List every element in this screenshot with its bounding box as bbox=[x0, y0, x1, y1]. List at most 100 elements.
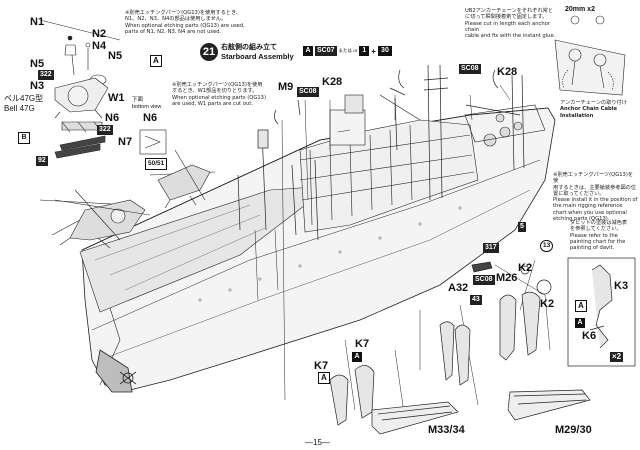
paint-code-sc07: SC07 bbox=[315, 46, 337, 56]
code-13: 13 bbox=[540, 240, 554, 252]
heli-name-en: Bell 47G bbox=[4, 104, 35, 113]
bottom-view-jp: 下面 bbox=[132, 97, 144, 103]
note-line: ※別売エッチングパーツ(QG13)を使用するとき、 bbox=[125, 10, 242, 16]
paint-plus: + bbox=[371, 46, 376, 56]
label-20mm: 20mm x2 bbox=[565, 6, 595, 13]
caption-en: Anchor Chain Cable Installation bbox=[560, 106, 617, 119]
heli-caption: ベル47G型 Bell 47G bbox=[4, 94, 43, 114]
box-a-heli: A bbox=[150, 55, 162, 67]
note-rigging: ※別売エッチングパーツ(QG13)を使 用するときは、主要艙装参考図の位 置に取… bbox=[553, 172, 638, 222]
code-317: 317 bbox=[483, 243, 499, 253]
box-b-davit: A bbox=[575, 318, 585, 328]
davit-box bbox=[567, 257, 636, 367]
note-etching-n: ※別売エッチングパーツ(QG13)を使用するとき、 N1、N2、N3、N4の部品… bbox=[125, 10, 260, 35]
paint-mix-1: 1 bbox=[359, 46, 370, 56]
note-davit: ダビットの塗装は減色表 を参照してください。 Please refer to t… bbox=[570, 220, 636, 251]
code-92: 92 bbox=[36, 156, 48, 166]
bottom-view-en: bottom view bbox=[132, 103, 162, 110]
note-line: ダビットの塗装は減色表 bbox=[570, 220, 628, 226]
label-k3: K3 bbox=[614, 280, 629, 292]
label-k2-top: K2 bbox=[518, 262, 533, 274]
label-n6-left: N6 bbox=[105, 112, 120, 124]
label-m33-34: M33/34 bbox=[428, 424, 465, 436]
code-sc08-left: SC08 bbox=[297, 87, 319, 97]
step-title-jp: 右舷側の組み立て bbox=[221, 44, 277, 51]
note-line: するとき、W1部品を切りとります。 bbox=[172, 88, 258, 95]
note-line: Please refer to the bbox=[570, 232, 618, 239]
label-n5-right: N5 bbox=[108, 50, 123, 62]
code-5: 5 bbox=[518, 222, 526, 232]
code-43: 43 bbox=[470, 295, 482, 305]
heli-name-jp: ベル47G型 bbox=[4, 94, 44, 103]
note-line: に切って瞬間接着剤で固定します。 bbox=[465, 14, 548, 21]
caption-jp: アンカーチェーンの取り付け bbox=[560, 100, 627, 106]
step-number: 21 bbox=[200, 42, 218, 61]
code-sc08-right: SC08 bbox=[459, 64, 481, 74]
superstructure bbox=[299, 94, 546, 233]
note-anchor-chain: UB2アンカーチェーンをそれぞれ常と に切って瞬間接着剤で固定します。 Plea… bbox=[465, 8, 565, 39]
label-n7: N7 bbox=[118, 136, 133, 148]
note-line: When optional etching parts (QG13) are u… bbox=[125, 22, 245, 29]
note-line: are used, W1 parts are cut out. bbox=[172, 100, 253, 107]
paint-or: または or bbox=[338, 48, 358, 53]
label-x2: ×2 bbox=[610, 352, 624, 362]
note-line: Please cut in length each anchor chain bbox=[465, 20, 550, 33]
label-k28-right: K28 bbox=[497, 66, 518, 78]
note-line: the main rigging reference bbox=[553, 203, 623, 210]
label-n4: N4 bbox=[92, 40, 107, 52]
label-k7-right: K7 bbox=[355, 338, 370, 350]
code-sc08-bottom: SC08 bbox=[473, 275, 495, 285]
label-m9: M9 bbox=[278, 81, 294, 93]
paint-code: A SC07 または or 1 + 30 bbox=[303, 46, 392, 56]
anchor-chain-caption: アンカーチェーンの取り付け Anchor Chain Cable Install… bbox=[560, 100, 638, 119]
label-n2: N2 bbox=[92, 28, 107, 40]
note-line: painting chart for the bbox=[570, 238, 626, 245]
box-a-k7-left: A bbox=[318, 372, 330, 384]
note-etching-w: ※別売エッチングパーツ(QG13)を使用 するとき、W1部品を切りとります。 W… bbox=[172, 82, 297, 107]
note-line: 用するときは、主要艙装参考図の位 bbox=[553, 184, 637, 191]
label-n5-left: N5 bbox=[30, 58, 45, 70]
code-322-bottom: 322 bbox=[97, 125, 113, 135]
note-line: painting of davit. bbox=[570, 245, 615, 252]
label-a32: A32 bbox=[448, 282, 469, 294]
label-m29-30: M29/30 bbox=[555, 424, 592, 436]
label-k6: K6 bbox=[582, 330, 597, 342]
label-w1: W1 bbox=[108, 92, 125, 104]
helicopter-main bbox=[39, 189, 151, 249]
box-a-davit: A bbox=[575, 300, 587, 312]
note-line: etching parts (QG13). bbox=[553, 216, 610, 223]
label-n1: N1 bbox=[30, 16, 45, 28]
helicopter-small bbox=[149, 149, 216, 209]
note-line: を参照してください。 bbox=[570, 226, 622, 233]
page-number: —15— bbox=[305, 438, 330, 447]
masts bbox=[237, 64, 525, 241]
note-line: When optional etching parts (QG13) bbox=[172, 94, 266, 101]
note-line: ※別売エッチングパーツ(QG13)を使 bbox=[553, 172, 634, 185]
label-m26: M26 bbox=[496, 272, 518, 284]
note-line: UB2アンカーチェーンをそれぞれ常と bbox=[465, 8, 554, 14]
box-a-k7-right: A bbox=[352, 352, 362, 362]
label-n6-right: N6 bbox=[143, 112, 158, 124]
note-line: parts of N1, N2, N3, N4 are not used. bbox=[125, 28, 222, 35]
note-line: ※別売エッチングパーツ(QG13)を使用 bbox=[172, 82, 263, 88]
paint-box: A bbox=[303, 46, 313, 56]
note-line: Please install it in the position of bbox=[553, 197, 638, 204]
bell-47g-parts bbox=[39, 19, 167, 159]
note-line: N1、N2、N3、N4の部品は使用しません。 bbox=[125, 16, 227, 23]
note-line: 置に取ってください。 bbox=[553, 190, 605, 197]
code-50-51: 50/51 bbox=[145, 158, 168, 170]
bottom-view-caption: 下面 bottom view bbox=[132, 97, 161, 110]
step-title-en: Starboard Assembly bbox=[221, 52, 294, 61]
paint-mix-2: 30 bbox=[377, 46, 392, 56]
label-k7-left: K7 bbox=[314, 360, 329, 372]
label-k28-left: K28 bbox=[322, 76, 343, 88]
note-line: cable and fix with the instant glue. bbox=[465, 33, 556, 40]
davits-and-boats bbox=[274, 69, 591, 435]
step-title: 21 右舷側の組み立て Starboard Assembly bbox=[200, 42, 294, 61]
anchor-detail bbox=[554, 15, 626, 96]
box-b-heli: B bbox=[18, 132, 30, 144]
code-322-top: 322 bbox=[38, 70, 54, 80]
note-line: chart when you use optional bbox=[553, 209, 627, 216]
label-k2-bottom: K2 bbox=[540, 298, 555, 310]
